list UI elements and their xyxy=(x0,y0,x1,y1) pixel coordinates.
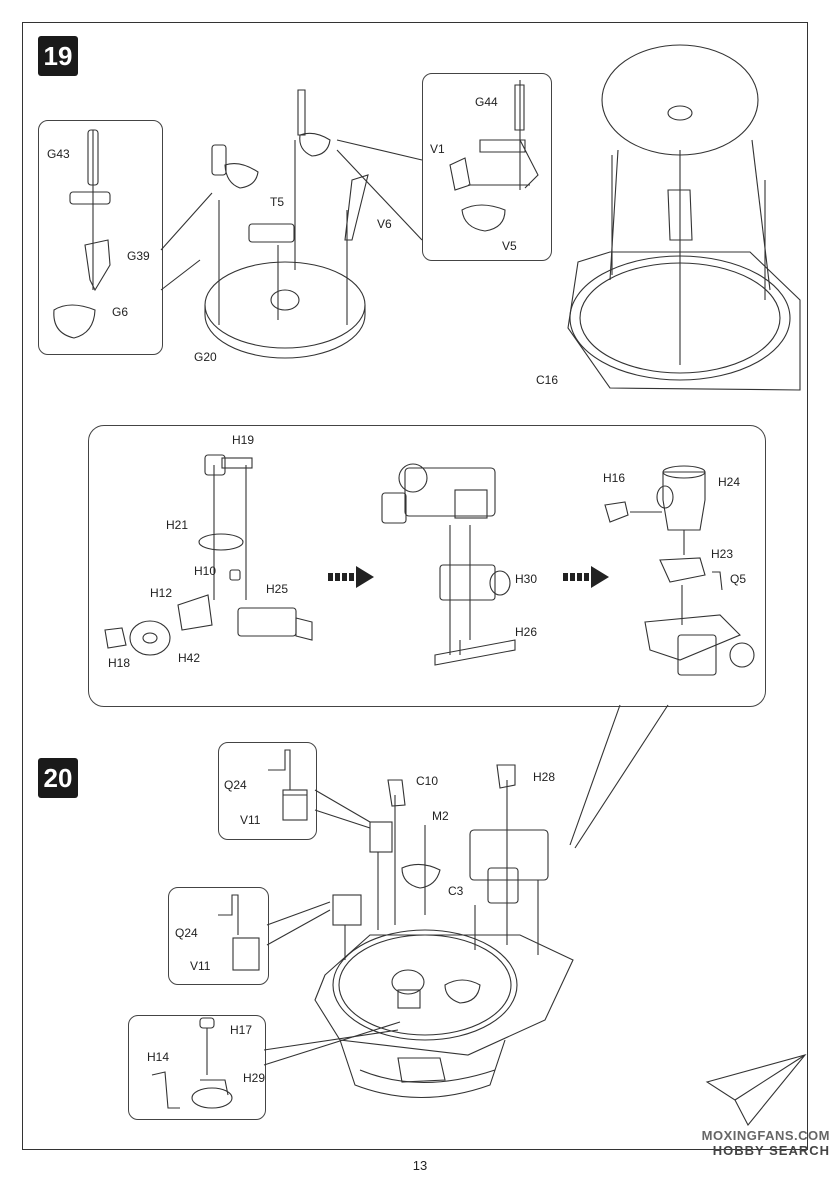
page-frame xyxy=(22,22,808,1150)
label-h19: H19 xyxy=(232,433,255,447)
label-g44: G44 xyxy=(475,95,498,109)
label-h24: H24 xyxy=(718,475,741,489)
label-q24-left: Q24 xyxy=(175,926,198,940)
label-g39: G39 xyxy=(127,249,150,263)
label-g20: G20 xyxy=(194,350,217,364)
label-q5: Q5 xyxy=(730,572,747,586)
label-c16: C16 xyxy=(536,373,559,387)
label-m2: M2 xyxy=(432,809,449,823)
label-t5: T5 xyxy=(270,195,285,209)
step-19-badge: 19 xyxy=(38,36,78,76)
callout-h-subassembly xyxy=(88,425,766,707)
label-h29: H29 xyxy=(243,1071,266,1085)
label-v11-top: V11 xyxy=(240,813,261,827)
label-h21: H21 xyxy=(166,518,189,532)
watermark: MOXINGFANS.COM HOBBY SEARCH xyxy=(702,1128,830,1158)
label-g6: G6 xyxy=(112,305,129,319)
label-h17: H17 xyxy=(230,1023,253,1037)
callout-v11-left xyxy=(168,887,269,985)
callout-g44-detail xyxy=(422,73,552,261)
callout-v11-top xyxy=(218,742,317,840)
step-20-badge: 20 xyxy=(38,758,78,798)
label-h25: H25 xyxy=(266,582,289,596)
page-number: 13 xyxy=(412,1158,428,1173)
label-q24-top: Q24 xyxy=(224,778,247,792)
label-v1: V1 xyxy=(430,142,445,156)
label-h26: H26 xyxy=(515,625,538,639)
label-c10: C10 xyxy=(416,774,439,788)
watermark-brand: HOBBY SEARCH xyxy=(712,1143,830,1158)
label-v5: V5 xyxy=(502,239,517,253)
label-h10: H10 xyxy=(194,564,217,578)
label-h30: H30 xyxy=(515,572,538,586)
label-h18: H18 xyxy=(108,656,131,670)
label-v11-left: V11 xyxy=(190,959,211,973)
callout-h29-detail xyxy=(128,1015,266,1120)
label-c3: C3 xyxy=(448,884,464,898)
label-h42: H42 xyxy=(178,651,201,665)
label-v6: V6 xyxy=(377,217,392,231)
label-g43: G43 xyxy=(47,147,70,161)
watermark-site: MOXINGFANS.COM xyxy=(701,1128,830,1143)
label-h23: H23 xyxy=(711,547,734,561)
label-h28: H28 xyxy=(533,770,556,784)
callout-g43-detail xyxy=(38,120,163,355)
label-h16: H16 xyxy=(603,471,626,485)
label-h12: H12 xyxy=(150,586,173,600)
label-h14: H14 xyxy=(147,1050,170,1064)
